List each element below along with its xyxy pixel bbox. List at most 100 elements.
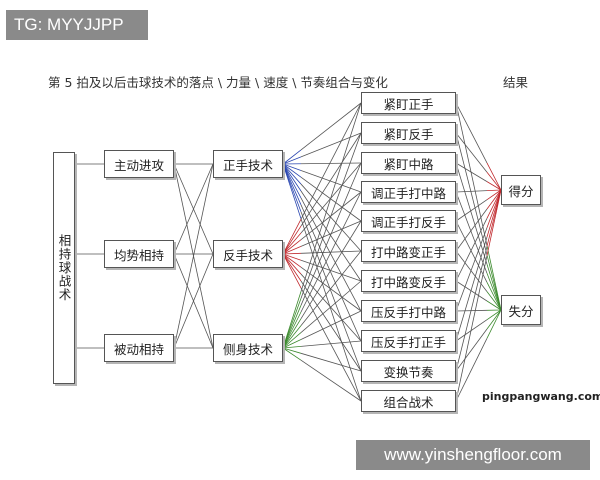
tactic-box-4: 调正手打中路 xyxy=(361,181,456,203)
connector-tactic-5-stub-result-2 xyxy=(486,282,502,311)
tactic-box-3: 紧盯中路 xyxy=(361,152,456,174)
connector-tech-3-to-tactic-4 xyxy=(300,191,362,313)
connector-tactic-11-stub-result-1 xyxy=(486,189,502,256)
connector-tactic-2-stub-result-1 xyxy=(486,172,502,191)
connector-tactic-5-to-result-1 xyxy=(455,199,488,222)
connector-tech-3-to-tactic-7 xyxy=(300,280,362,333)
connector-tech-2-to-tactic-2 xyxy=(300,132,362,227)
connector-tactic-9-to-result-1 xyxy=(455,236,488,342)
connector-tech-2-stub-5 xyxy=(282,246,302,255)
connector-tactic-7-to-result-2 xyxy=(455,280,488,302)
connector-tech-1-stub-5 xyxy=(282,163,302,178)
connector-tactic-1-to-result-1 xyxy=(455,102,488,164)
connector-tech-1-stub-2 xyxy=(282,156,302,165)
result-box-score: 得分 xyxy=(501,175,541,205)
tactic-box-2: 紧盯反手 xyxy=(361,122,456,144)
connector-tech-3-to-tactic-6 xyxy=(300,250,362,326)
connector-tech-3-stub-11 xyxy=(282,347,302,361)
connector-tech-3-stub-9 xyxy=(282,345,302,349)
connector-tech-2-to-tactic-11 xyxy=(300,287,362,402)
state-box-1: 主动进攻 xyxy=(104,150,174,178)
connector-tech-1-stub-6 xyxy=(282,163,302,185)
connector-tech-3-to-tactic-9 xyxy=(300,340,362,347)
connector-tech-3-stub-10 xyxy=(282,347,302,354)
connector-tactic-8-to-result-1 xyxy=(455,227,488,312)
connector-tech-2-stub-3 xyxy=(282,232,302,255)
watermark-bottom: www.yinshengfloor.com xyxy=(356,440,590,470)
connector-tech-3-to-tactic-10 xyxy=(300,352,362,372)
connector-tactic-6-to-result-2 xyxy=(455,250,488,292)
connector-tactic-4-stub-result-2 xyxy=(486,273,502,311)
connector-tactic-1-to-result-2 xyxy=(455,102,488,246)
result-box-lose: 失分 xyxy=(501,295,541,325)
connector-tech-3-stub-5 xyxy=(282,318,302,349)
tactic-box-7: 打中路变反手 xyxy=(361,270,456,292)
connector-tech-2-to-tactic-8 xyxy=(300,266,362,312)
connector-tech-2-stub-11 xyxy=(282,253,302,289)
connector-tech-2-stub-1 xyxy=(282,218,302,255)
connector-state-3-to-tech-1 xyxy=(173,163,214,349)
connector-tech-3-to-tactic-8 xyxy=(300,310,362,340)
watermark-top: TG: MYYJJPP xyxy=(6,10,148,40)
connector-state-2-to-tech-1 xyxy=(173,163,214,255)
connector-tactic-2-to-result-1 xyxy=(455,132,488,173)
connector-tech-1-stub-9 xyxy=(282,163,302,206)
connector-tech-3-stub-2 xyxy=(282,298,302,349)
connector-tech-3-stub-3 xyxy=(282,305,302,349)
tactic-box-1: 紧盯正手 xyxy=(361,92,456,114)
connector-tech-3-stub-4 xyxy=(282,311,302,349)
connector-tech-1-stub-4 xyxy=(282,163,302,171)
connector-state-3-to-tech-2 xyxy=(173,253,214,349)
connector-tech-1-to-tactic-5 xyxy=(300,176,362,222)
connector-tactic-2-to-result-2 xyxy=(455,132,488,256)
connector-tech-2-to-tactic-7 xyxy=(300,259,362,282)
connector-tactic-3-stub-result-2 xyxy=(486,264,502,311)
connector-tech-2-stub-10 xyxy=(282,253,302,282)
connector-tactic-4-stub-result-1 xyxy=(486,189,502,192)
connector-tech-1-to-tactic-8 xyxy=(300,197,362,312)
connector-tactic-9-to-result-2 xyxy=(455,319,488,342)
connector-tech-1-to-tactic-2 xyxy=(300,132,362,158)
connector-tech-1-stub-11 xyxy=(282,163,302,219)
connector-tactic-10-to-result-1 xyxy=(455,246,488,372)
connector-tactic-3-to-result-1 xyxy=(455,162,488,182)
connector-tech-1-to-tactic-3 xyxy=(300,162,362,165)
technique-box-2: 反手技术 xyxy=(213,240,283,268)
connector-tech-2-to-tactic-9 xyxy=(300,273,362,342)
connector-tech-3-to-tactic-5 xyxy=(300,220,362,319)
connector-tech-3-to-tactic-3 xyxy=(300,162,362,306)
tactic-box-8: 压反手打中路 xyxy=(361,300,456,322)
main-node: 相持球战术 xyxy=(53,152,75,384)
connector-tech-2-stub-2 xyxy=(282,225,302,255)
connector-tactic-8-stub-result-1 xyxy=(486,189,502,228)
connector-tech-2-stub-8 xyxy=(282,253,302,268)
connector-tactic-7-stub-result-2 xyxy=(486,300,502,311)
connector-tech-2-stub-4 xyxy=(282,239,302,255)
connector-tech-3-stub-7 xyxy=(282,332,302,349)
connector-tech-3-to-tactic-2 xyxy=(300,132,362,299)
connector-tactic-11-stub-result-2 xyxy=(486,309,502,339)
connector-tactic-11-to-result-1 xyxy=(455,255,488,402)
connector-tech-3-stub-8 xyxy=(282,339,302,349)
connector-tech-1-to-tactic-1 xyxy=(300,102,362,151)
connector-tech-1-to-tactic-9 xyxy=(300,204,362,342)
result-column-label: 结果 xyxy=(503,75,529,90)
tactic-box-5: 调正手打反手 xyxy=(361,210,456,232)
connector-tech-2-stub-9 xyxy=(282,253,302,275)
tactic-box-6: 打中路变正手 xyxy=(361,240,456,262)
connector-tech-1-to-tactic-4 xyxy=(300,170,362,193)
connector-tactic-10-to-result-2 xyxy=(455,328,488,372)
diagram-title: 第 5 拍及以后击球技术的落点 \ 力量 \ 速度 \ 节奏组合与变化 xyxy=(48,75,388,90)
connector-tactic-6-to-result-1 xyxy=(455,208,488,252)
connector-tech-2-stub-6 xyxy=(282,252,302,255)
connector-tactic-3-to-result-2 xyxy=(455,162,488,265)
connector-tech-1-to-tactic-11 xyxy=(300,218,362,402)
connector-tech-1-stub-7 xyxy=(282,163,302,192)
connector-tactic-7-stub-result-1 xyxy=(486,189,502,219)
state-box-3: 被动相持 xyxy=(104,334,174,362)
connector-tech-1-to-tactic-6 xyxy=(300,183,362,252)
connector-tech-1-stub-8 xyxy=(282,163,302,199)
connector-tech-2-to-tactic-1 xyxy=(300,102,362,220)
technique-box-3: 侧身技术 xyxy=(213,334,283,362)
connector-tech-3-to-tactic-11 xyxy=(300,359,362,402)
